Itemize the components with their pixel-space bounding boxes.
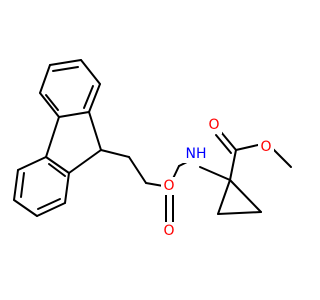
amine-bond-group bbox=[199, 166, 231, 181]
bond bbox=[39, 92, 60, 118]
bond bbox=[20, 172, 25, 198]
bond bbox=[229, 149, 237, 181]
carbamate-carbonyl-oxygen-label: O bbox=[163, 223, 174, 239]
bond bbox=[80, 59, 101, 85]
bond bbox=[88, 111, 102, 151]
bond bbox=[217, 211, 262, 215]
atom-labels: O O NH O O bbox=[161, 116, 274, 240]
bond bbox=[83, 85, 94, 109]
bond bbox=[17, 156, 47, 171]
structure-canvas: O O NH O O bbox=[13, 59, 292, 240]
bond bbox=[64, 172, 70, 204]
bond bbox=[68, 149, 102, 174]
bond bbox=[45, 94, 59, 111]
bond bbox=[48, 163, 66, 177]
cyclopropane-group bbox=[217, 179, 262, 215]
ester-oxygen-label: O bbox=[260, 139, 271, 155]
bond bbox=[58, 111, 90, 118]
bond bbox=[45, 116, 60, 158]
bond bbox=[52, 66, 79, 72]
bond bbox=[13, 169, 19, 201]
bond bbox=[199, 166, 231, 181]
bond bbox=[220, 131, 237, 151]
bond bbox=[13, 199, 38, 217]
bond bbox=[271, 147, 292, 168]
bond bbox=[215, 134, 232, 154]
bond bbox=[49, 59, 82, 66]
bond bbox=[100, 149, 130, 158]
bond bbox=[39, 64, 51, 94]
bond bbox=[45, 156, 70, 174]
bond bbox=[235, 144, 259, 151]
ester-carbonyl-oxygen-label: O bbox=[208, 117, 219, 133]
linker-group bbox=[100, 149, 170, 188]
bond bbox=[37, 198, 61, 210]
ether-oxygen-label: O bbox=[163, 178, 174, 194]
ester-group bbox=[215, 131, 292, 181]
bond bbox=[36, 202, 66, 217]
amine-label: NH bbox=[186, 146, 207, 162]
bond bbox=[128, 156, 147, 184]
bond bbox=[229, 179, 262, 213]
bond bbox=[88, 83, 101, 113]
bond bbox=[217, 179, 231, 215]
fluorene-group bbox=[13, 59, 102, 217]
